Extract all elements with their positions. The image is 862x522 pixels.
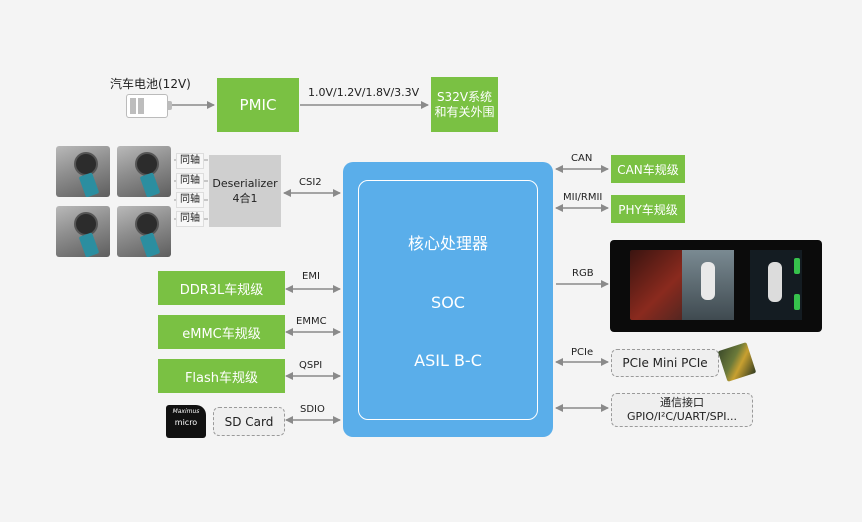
soc-block: 核心处理器 SOC ASIL B-C xyxy=(343,162,553,437)
soc-title: 核心处理器 xyxy=(407,234,488,254)
sdio-label: SDIO xyxy=(300,404,325,415)
csi2-label: CSI2 xyxy=(299,177,322,188)
can-block: CAN车规级 xyxy=(611,155,685,183)
s32v-block: S32V系统和有关外围 xyxy=(431,77,498,132)
emi-label: EMI xyxy=(302,271,320,282)
battery-label: 汽车电池(12V) xyxy=(110,77,191,91)
flash-block: Flash车规级 xyxy=(158,359,285,393)
coax-label-3: 同轴 xyxy=(176,192,204,208)
phy-block: PHY车规级 xyxy=(611,195,685,223)
microsd-card-image: Maximus micro xyxy=(166,405,206,438)
battery-icon xyxy=(126,94,172,118)
pmic-block: PMIC xyxy=(217,78,299,132)
soc-safety-level: ASIL B-C xyxy=(414,350,482,370)
voltage-label: 1.0V/1.2V/1.8V/3.3V xyxy=(308,86,420,99)
rgb-label: RGB xyxy=(572,268,594,279)
coax-label-1: 同轴 xyxy=(176,153,204,169)
car-display-image xyxy=(610,240,822,332)
camera-module-3 xyxy=(56,206,110,257)
deserializer-subtitle: 4合1 xyxy=(232,192,258,205)
comm-interface-block: 通信接口 GPIO/I²C/UART/SPI... xyxy=(611,393,753,427)
emmc-block: eMMC车规级 xyxy=(158,315,285,349)
sd-brand-text: Maximus xyxy=(172,408,200,415)
qspi-label: QSPI xyxy=(299,360,323,371)
comm-interface-list: GPIO/I²C/UART/SPI... xyxy=(627,410,737,423)
deserializer-block: Deserializer 4合1 xyxy=(209,155,281,227)
soc-inner-frame: 核心处理器 SOC ASIL B-C xyxy=(358,180,538,420)
coax-label-4: 同轴 xyxy=(176,211,204,227)
camera-module-2 xyxy=(117,146,171,197)
camera-module-4 xyxy=(117,206,171,257)
sd-micro-text: micro xyxy=(174,418,198,427)
pcie-label: PCIe xyxy=(571,347,594,358)
comm-interface-title: 通信接口 xyxy=(660,396,704,409)
coax-label-2: 同轴 xyxy=(176,173,204,189)
emmc-label: EMMC xyxy=(296,316,327,327)
soc-type: SOC xyxy=(431,292,465,312)
pcie-block: PCIe Mini PCIe xyxy=(611,349,719,377)
mii-label: MII/RMII xyxy=(563,192,603,203)
ddr3l-block: DDR3L车规级 xyxy=(158,271,285,305)
sd-card-block: SD Card xyxy=(213,407,285,436)
camera-module-1 xyxy=(56,146,110,197)
can-label: CAN xyxy=(571,153,593,164)
deserializer-title: Deserializer xyxy=(212,177,278,190)
